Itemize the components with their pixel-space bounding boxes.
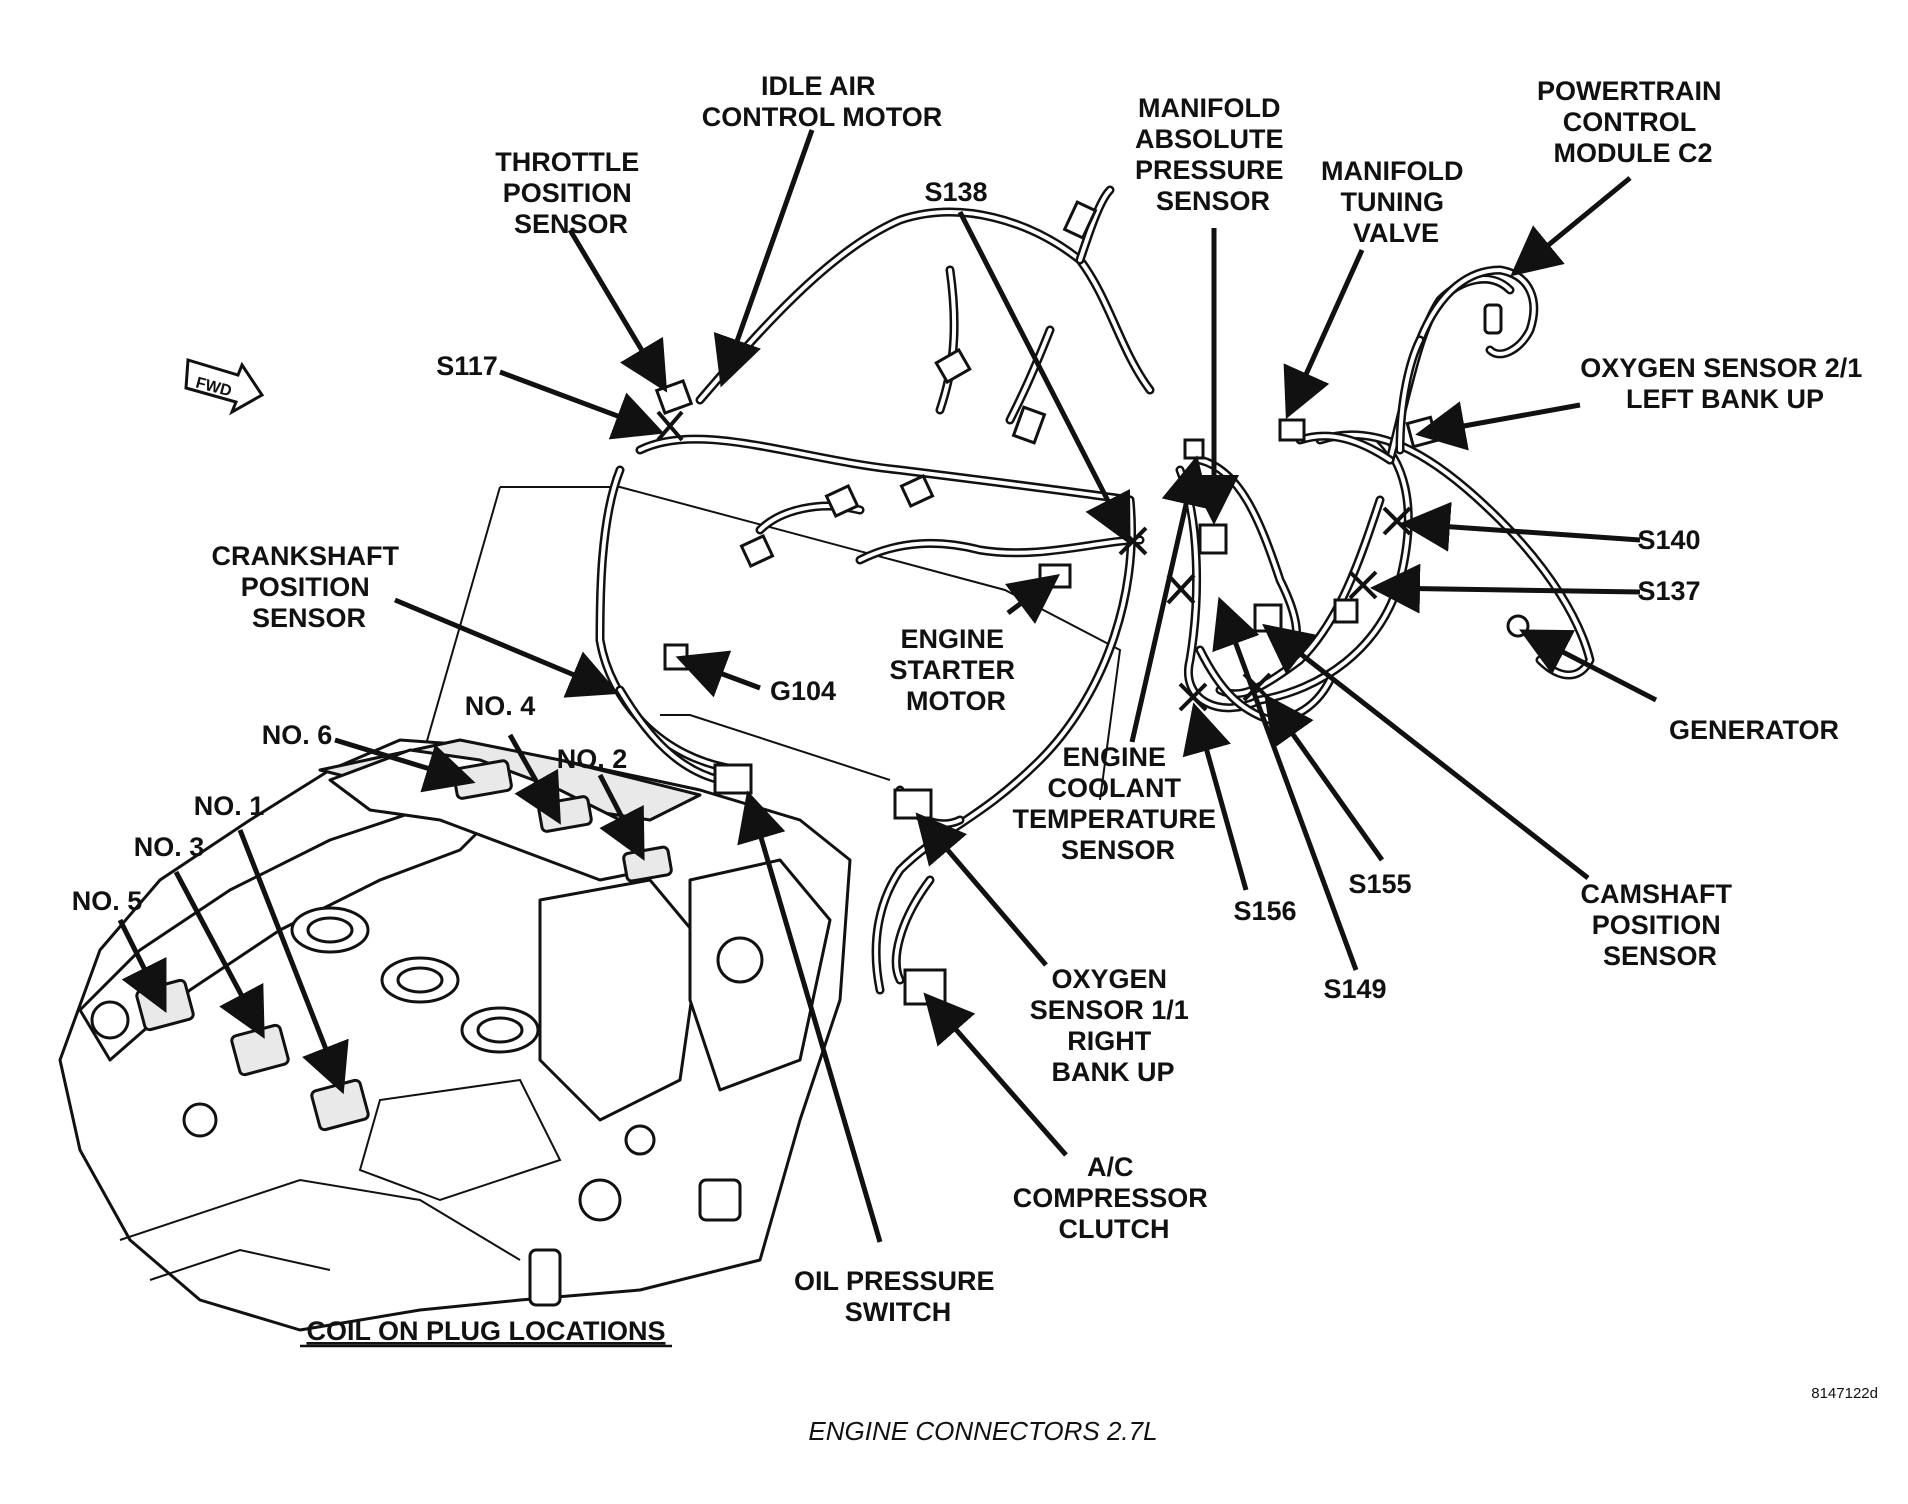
label-s137: S137 [1637, 576, 1700, 606]
label-s156: S156 [1233, 896, 1296, 926]
label-crankshaft-position-sensor: CRANKSHAFT POSITION SENSOR [212, 541, 407, 633]
label-engine-coolant-temperature-sensor: ENGINE COOLANT TEMPERATURE SENSOR [1012, 742, 1223, 865]
label-manifold-tuning-valve: MANIFOLD TUNING VALVE [1321, 156, 1471, 248]
figure-caption: ENGINE CONNECTORS 2.7L [808, 1416, 1157, 1446]
label-coil-on-plug-locations: COIL ON PLUG LOCATIONS [306, 1316, 665, 1346]
label-no2: NO. 2 [557, 744, 628, 774]
label-oxygen-sensor-2-1: OXYGEN SENSOR 2/1 LEFT BANK UP [1580, 353, 1870, 414]
label-s117: S117 [436, 351, 498, 381]
label-s138: S138 [924, 177, 987, 207]
figure-id: 8147122d [1811, 1385, 1878, 1402]
label-idle-air-control-motor: IDLE AIR CONTROL MOTOR [702, 71, 943, 132]
component-labels: IDLE AIR CONTROL MOTOR THROTTLE POSITION… [72, 71, 1870, 1348]
leader-arrows [117, 129, 1658, 1243]
label-s155: S155 [1348, 869, 1411, 899]
label-no3: NO. 3 [134, 832, 205, 862]
label-oil-pressure-switch: OIL PRESSURE SWITCH [794, 1266, 1002, 1327]
label-no5: NO. 5 [72, 886, 143, 916]
label-s140: S140 [1637, 525, 1700, 555]
label-camshaft-position-sensor: CAMSHAFT POSITION SENSOR [1581, 879, 1740, 971]
label-s149: S149 [1323, 974, 1386, 1004]
label-manifold-absolute-pressure-sensor: MANIFOLD ABSOLUTE PRESSURE SENSOR [1135, 93, 1291, 216]
label-no6: NO. 6 [262, 720, 333, 750]
label-ac-compressor-clutch: A/C COMPRESSOR CLUTCH [1013, 1152, 1216, 1244]
label-no4: NO. 4 [465, 691, 536, 721]
label-g104: G104 [770, 676, 836, 706]
label-generator: GENERATOR [1669, 715, 1839, 745]
label-no1: NO. 1 [194, 791, 265, 821]
label-throttle-position-sensor: THROTTLE POSITION SENSOR [495, 147, 647, 239]
fwd-indicator: FWD [184, 358, 265, 416]
label-engine-starter-motor: ENGINE STARTER MOTOR [889, 624, 1022, 716]
engine-block-illustration [58, 486, 1122, 1332]
label-powertrain-control-module-c2: POWERTRAIN CONTROL MODULE C2 [1537, 76, 1729, 168]
label-oxygen-sensor-1-1: OXYGEN SENSOR 1/1 RIGHT BANK UP [1030, 964, 1197, 1087]
